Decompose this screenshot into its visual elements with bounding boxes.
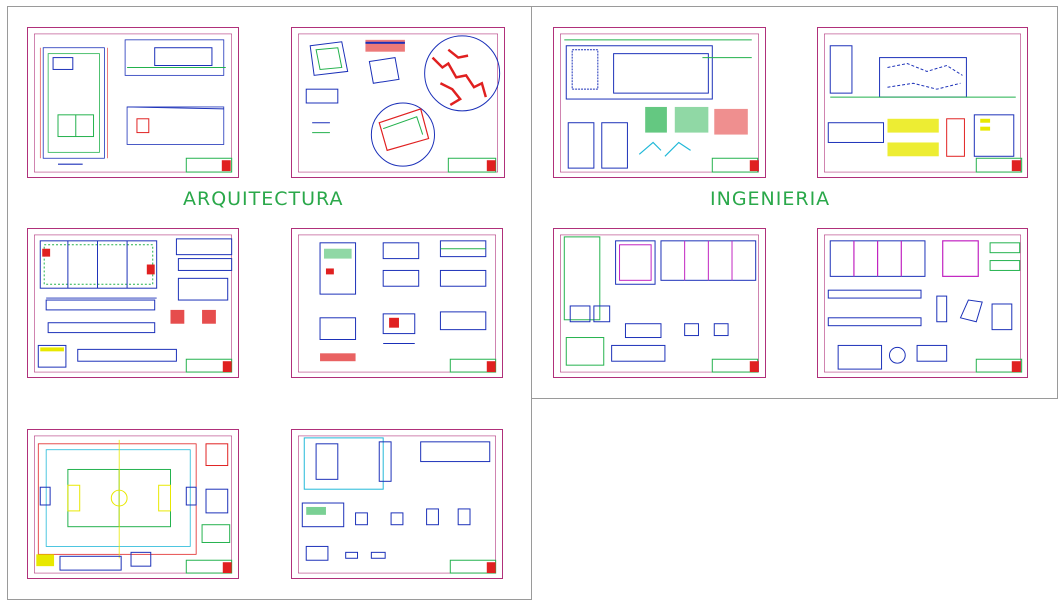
floor-plan-drawing	[34, 234, 233, 373]
drawing-sheet-details[interactable]	[291, 429, 503, 579]
details-drawing	[298, 435, 497, 574]
architecture-section-label: ARQUITECTURA	[183, 188, 344, 210]
drawing-sheet-structures[interactable]	[817, 228, 1028, 378]
drawing-sheet-sanitary[interactable]	[553, 27, 766, 178]
drawing-sheet-floor-plan[interactable]	[27, 228, 239, 378]
location-map-drawing	[298, 33, 501, 173]
drawing-sheet-electrical[interactable]	[817, 27, 1028, 178]
sanitary-drawing	[560, 33, 759, 173]
drawing-sheet-foundations[interactable]	[553, 228, 766, 378]
drawing-sheet-site-plan[interactable]	[27, 27, 239, 178]
elevations-drawing	[298, 234, 497, 373]
engineering-panel	[531, 6, 1058, 399]
drawing-sheet-sports-field[interactable]	[27, 429, 239, 579]
sports-field-drawing	[34, 435, 233, 574]
foundations-drawing	[560, 234, 759, 373]
structures-drawing	[824, 234, 1023, 373]
drawing-sheet-location-map[interactable]	[291, 27, 505, 178]
electrical-drawing	[824, 33, 1023, 173]
engineering-section-label: INGENIERIA	[710, 188, 831, 210]
drawing-sheet-elevations[interactable]	[291, 228, 503, 378]
site-plan-drawing	[34, 33, 233, 173]
